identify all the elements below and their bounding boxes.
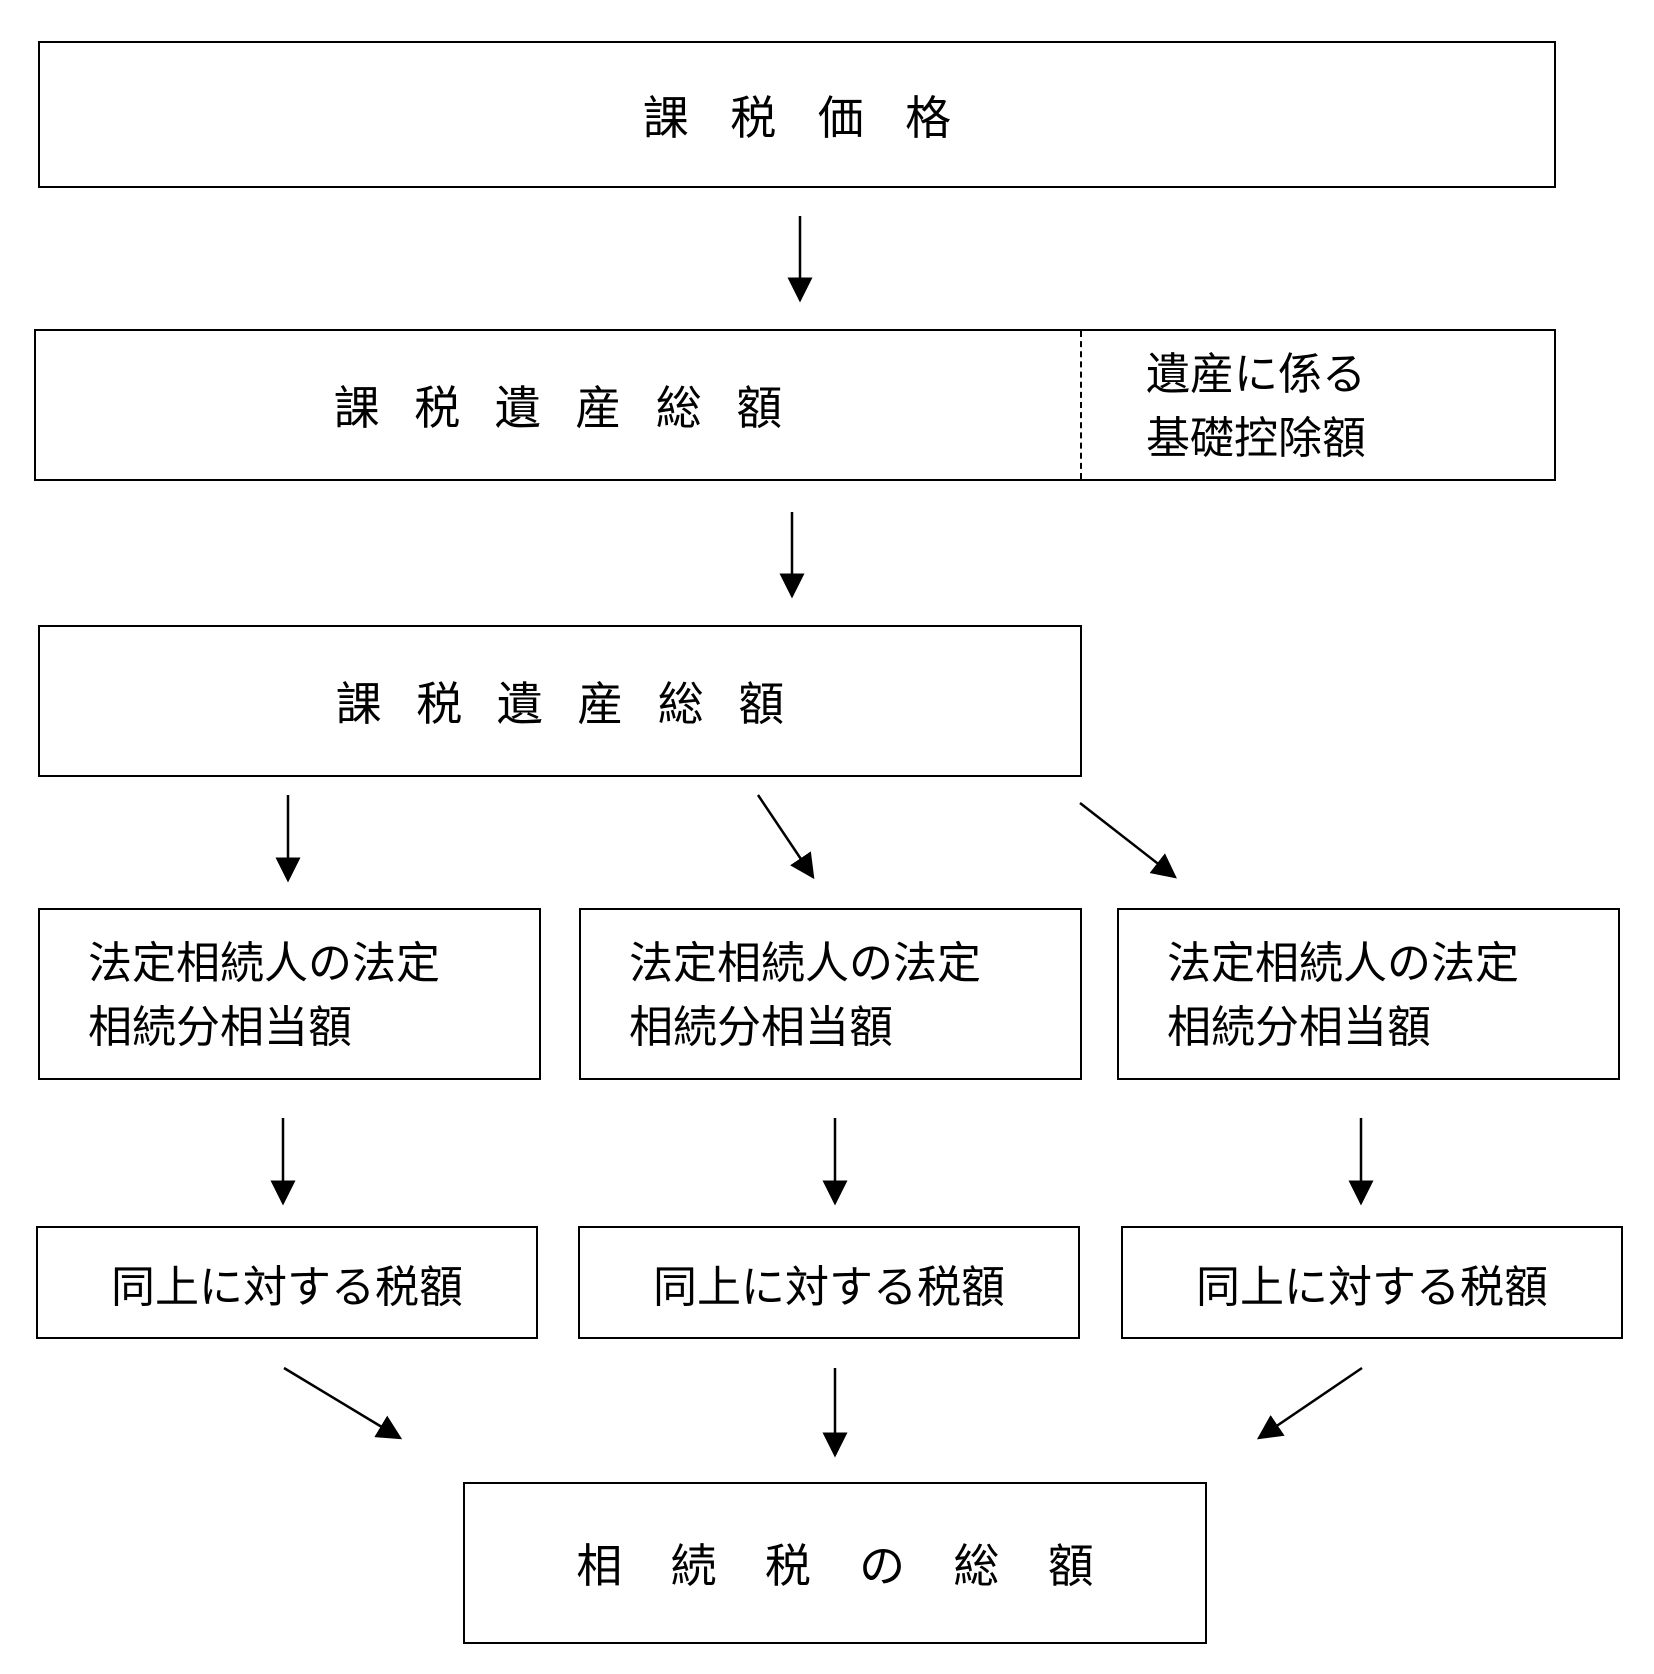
taxable-estate-total-label: 課税遺産総額 [333, 381, 817, 435]
basic-deduction-line1: 遺産に係る [1146, 349, 1366, 400]
statutory-share-line1: 法定相続人の法定 [88, 938, 440, 989]
taxable-estate-total-label-2: 課税遺産総額 [335, 677, 819, 731]
tax-amount-label: 同上に対する税額 [653, 1261, 1005, 1313]
arrow-diagonal [283, 1366, 403, 1440]
tax-amount-box-2: 同上に対する税額 [578, 1226, 1080, 1339]
statutory-share-line1: 法定相続人の法定 [629, 938, 981, 989]
taxable-estate-total-box: 課税遺産総額 [38, 625, 1082, 777]
estate-and-deduction-box: 課税遺産総額 遺産に係る 基礎控除額 [34, 329, 1556, 481]
tax-amount-box-1: 同上に対する税額 [36, 1226, 538, 1339]
statutory-share-box-2: 法定相続人の法定 相続分相当額 [579, 908, 1082, 1080]
statutory-share-line1: 法定相続人の法定 [1167, 938, 1519, 989]
dashed-divider [1080, 331, 1082, 479]
statutory-share-box-1: 法定相続人の法定 相続分相当額 [38, 908, 541, 1080]
tax-amount-label: 同上に対する税額 [111, 1261, 463, 1313]
statutory-share-line2: 相続分相当額 [1167, 1002, 1431, 1053]
statutory-share-box-3: 法定相続人の法定 相続分相当額 [1117, 908, 1620, 1080]
total-inheritance-tax-box: 相続税の総額 [463, 1482, 1207, 1644]
arrow-diagonal [1079, 802, 1177, 879]
statutory-share-line2: 相続分相当額 [629, 1002, 893, 1053]
tax-amount-label: 同上に対する税額 [1196, 1261, 1548, 1313]
taxable-value-box: 課税価格 [38, 41, 1556, 188]
taxable-value-label: 課税価格 [642, 90, 993, 145]
arrow-diagonal [1256, 1366, 1363, 1440]
total-inheritance-tax-label: 相続税の総額 [576, 1539, 1143, 1593]
basic-deduction-line2: 基礎控除額 [1146, 413, 1366, 464]
statutory-share-line2: 相続分相当額 [88, 1002, 352, 1053]
arrow-diagonal [756, 794, 815, 880]
tax-amount-box-3: 同上に対する税額 [1121, 1226, 1623, 1339]
